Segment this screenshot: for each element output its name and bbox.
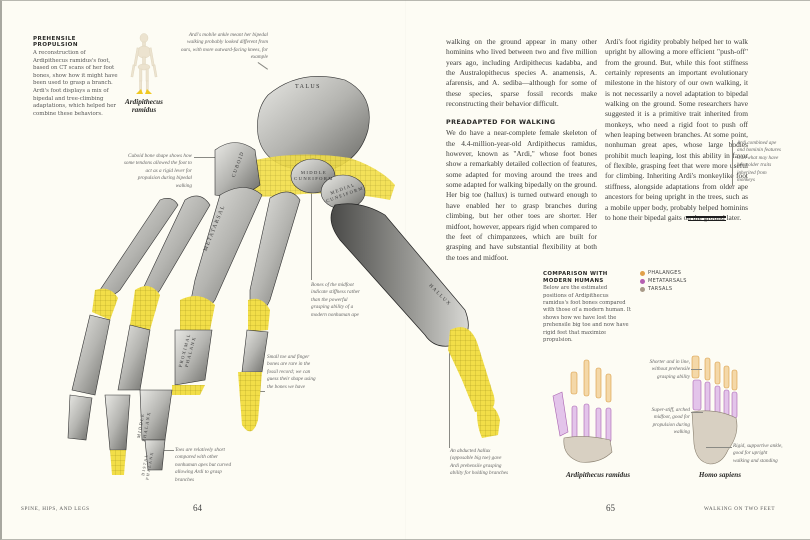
ardi-label: Ardipithecus ramidus [565, 471, 631, 479]
column-end-rule [688, 220, 726, 221]
body-paragraph-2: Ardi's foot rigidity probably helped her… [605, 37, 748, 222]
sidebar-text: A reconstruction of Ardipithecus ramidus… [33, 50, 118, 117]
legend-tarsals: TARSALS [640, 286, 687, 292]
comparison-heading: COMPARISON WITH MODERN HUMANS [543, 271, 608, 284]
legend: PHALANGES METATARSALS TARSALS [640, 270, 687, 294]
skeleton-figure-icon [130, 33, 158, 94]
caption-midfoot: Bones of the midfoot indicate stiffness … [311, 282, 360, 318]
leader-line [691, 369, 702, 370]
page-number-right: 65 [606, 503, 615, 513]
bone-label-middle-cuneiform: MIDDLE CUNEIFORM [294, 170, 334, 181]
leader-line [691, 412, 703, 413]
caption-cuboid: Cuboid bone shape shows how some tendons… [123, 153, 192, 189]
note-toes: Shorter and in line, without prehensile … [649, 359, 690, 380]
metatarsals-dot-icon [640, 278, 645, 284]
legend-metatarsals: METATARSALS [640, 278, 687, 284]
margin-note: Ardi combined ape and hominin features w… [737, 140, 781, 184]
sidebar-prehensile-propulsion: PREHENSILE PROPULSION A reconstruction o… [33, 36, 121, 118]
human-foot-diagram [691, 355, 738, 465]
body-paragraph: We do have a near-complete female skelet… [446, 128, 597, 262]
phalanges-dot-icon [640, 270, 645, 276]
intro-paragraph: walking on the ground appear in many oth… [446, 37, 597, 109]
tarsals-dot-icon [640, 286, 645, 292]
note-ankle: Rigid, supportive ankle, good for uprigh… [733, 443, 783, 464]
leader-line [194, 157, 234, 158]
comparison-block: COMPARISON WITH MODERN HUMANS Below are … [543, 271, 631, 344]
skeleton-label: Ardipithecus ramidus [125, 98, 163, 114]
leader-line [706, 447, 732, 448]
column-2: Ardi's foot rigidity probably helped her… [605, 37, 748, 223]
ardi-foot-illustration [67, 76, 500, 475]
sidebar-heading: PREHENSILE PROPULSION [33, 36, 78, 48]
ardi-foot-diagram [552, 359, 613, 463]
comparison-text: Below are the estimated positions of Ard… [543, 285, 631, 344]
human-label: Homo sapiens [698, 471, 742, 479]
caption-toes: Toes are relatively short compared with … [175, 447, 232, 483]
margin-rule [732, 140, 733, 186]
column-1: walking on the ground appear in many oth… [446, 37, 597, 263]
caption-ankle: Ardi's mobile ankle meant her bipedal wa… [180, 32, 268, 61]
footer-section-right: WALKING ON TWO FEET [704, 506, 776, 512]
page-number-left: 64 [193, 503, 202, 513]
note-midfoot: Super-stiff, arched midfoot, good for pr… [651, 407, 690, 436]
bone-label-talus: TALUS [295, 84, 321, 90]
section-heading: PREADAPTED FOR WALKING [446, 118, 556, 127]
leader-line [163, 450, 174, 451]
leader-line [449, 345, 450, 448]
caption-hallux: An abducted hallux (opposable big toe) g… [450, 448, 509, 477]
legend-phalanges: PHALANGES [640, 270, 687, 276]
caption-small-toe: Small toe and finger bones are rare in t… [267, 354, 316, 390]
column-end-rule [686, 216, 726, 218]
footer-section-left: SPINE, HIPS, AND LEGS [21, 506, 90, 512]
leader-line [311, 182, 312, 280]
